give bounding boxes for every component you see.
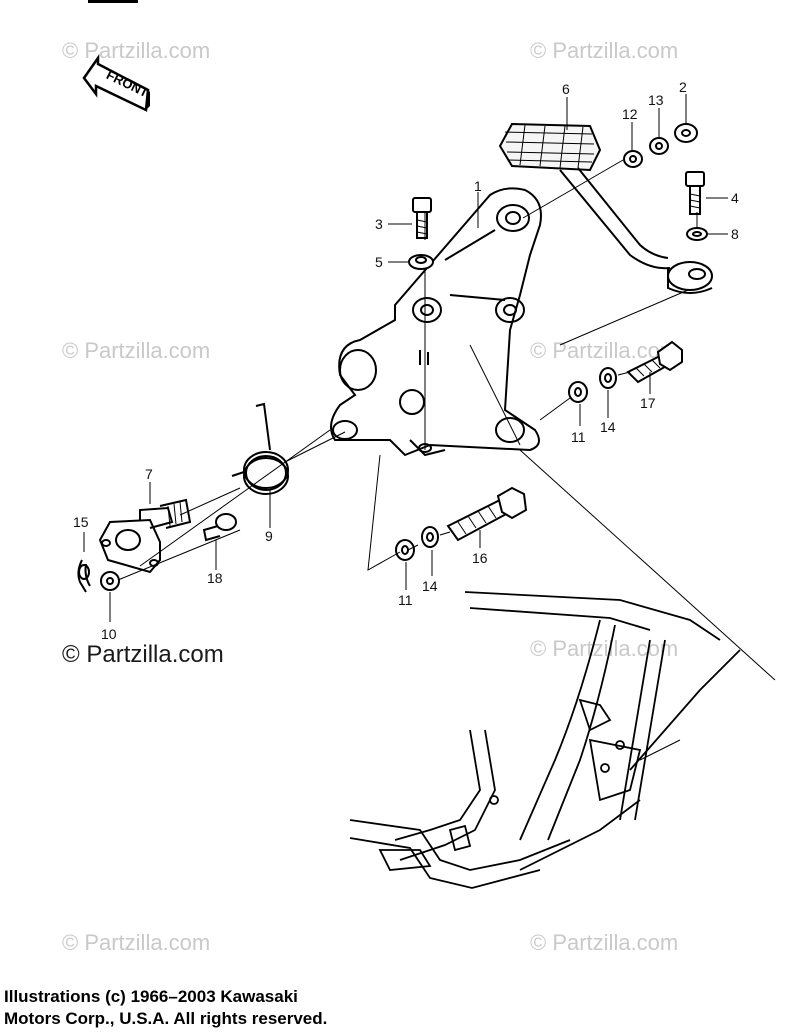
washer-12 bbox=[623, 150, 643, 168]
copyright-notice: Illustrations (c) 1966–2003 Kawasaki Mot… bbox=[4, 986, 424, 1030]
watermark-bold: © Partzilla.com bbox=[62, 641, 224, 668]
washer-11-right bbox=[568, 381, 588, 403]
callout-16: 16 bbox=[472, 550, 488, 566]
washer-14-right bbox=[599, 367, 617, 389]
callout-7: 7 bbox=[145, 466, 153, 482]
bolt-17 bbox=[626, 340, 683, 384]
brake-pedal bbox=[498, 122, 713, 294]
washer-11-lower bbox=[395, 539, 415, 561]
callout-15: 15 bbox=[73, 514, 89, 530]
top-rule bbox=[88, 0, 138, 3]
clevis-pin-18 bbox=[202, 513, 237, 542]
leader-lines bbox=[83, 94, 728, 622]
callout-1: 1 bbox=[474, 178, 482, 194]
watermark: © Partzilla.com bbox=[530, 38, 678, 63]
callout-11-right: 11 bbox=[571, 429, 586, 445]
callout-13: 13 bbox=[648, 92, 664, 108]
nut-5 bbox=[408, 254, 434, 270]
watermark: © Partzilla.com bbox=[530, 930, 678, 955]
callout-2: 2 bbox=[679, 79, 687, 95]
callout-12: 12 bbox=[622, 106, 638, 122]
callout-4: 4 bbox=[731, 190, 739, 206]
pedal-shaft-7 bbox=[98, 498, 192, 574]
callout-6: 6 bbox=[562, 81, 570, 97]
callout-8: 8 bbox=[731, 226, 739, 242]
bolt-16 bbox=[446, 486, 528, 542]
frame-section bbox=[349, 591, 741, 889]
watermark: © Partzilla.com bbox=[62, 930, 210, 955]
front-arrow-icon: FRONT bbox=[82, 54, 151, 112]
callout-3: 3 bbox=[375, 216, 383, 232]
pedal-bracket bbox=[330, 187, 542, 457]
callout-11-lower: 11 bbox=[398, 592, 413, 608]
nut-2 bbox=[674, 123, 698, 143]
bolt-4 bbox=[685, 171, 705, 215]
return-spring-9 bbox=[231, 402, 289, 495]
bolt-3 bbox=[412, 197, 432, 239]
washer-14-lower bbox=[421, 526, 439, 548]
cotter-pin-15 bbox=[77, 559, 91, 593]
callout-14-lower: 14 bbox=[422, 578, 438, 594]
copyright-line-2: Motors Corp., U.S.A. All rights reserved… bbox=[4, 1009, 328, 1028]
watermark: © Partzilla.com bbox=[530, 636, 678, 661]
watermark: © Partzilla.com bbox=[530, 338, 678, 363]
assembly-guide-lines bbox=[117, 159, 776, 761]
watermark: © Partzilla.com bbox=[62, 38, 210, 63]
callout-5: 5 bbox=[375, 254, 383, 270]
washer-8 bbox=[686, 227, 708, 241]
washer-10 bbox=[100, 571, 120, 591]
callout-10: 10 bbox=[101, 626, 117, 642]
callout-18: 18 bbox=[207, 570, 223, 586]
washer-13 bbox=[649, 137, 669, 155]
callout-14-right: 14 bbox=[600, 419, 616, 435]
copyright-line-1: Illustrations (c) 1966–2003 Kawasaki bbox=[4, 987, 298, 1006]
callout-17: 17 bbox=[640, 395, 656, 411]
callout-9: 9 bbox=[265, 528, 273, 544]
watermark: © Partzilla.com bbox=[62, 338, 210, 363]
